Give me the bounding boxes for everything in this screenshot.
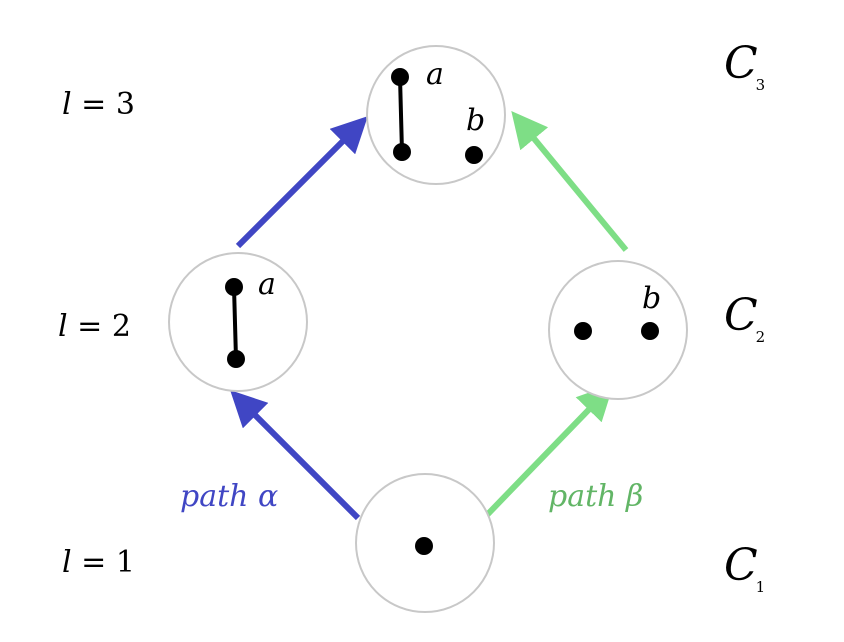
config-label-c3: C3 xyxy=(724,38,765,94)
level-label-3: l = 3 xyxy=(62,87,135,122)
node-dot-c3-a xyxy=(391,68,409,86)
level-label-2: l = 2 xyxy=(58,309,131,344)
node-dot-c2-left xyxy=(574,322,592,340)
path-alpha-arrow-upper xyxy=(235,116,368,249)
edge-c3 xyxy=(398,75,404,154)
node-label-c3-a: a xyxy=(426,57,444,92)
config-label-c1: C1 xyxy=(724,540,765,596)
path-beta-arrow-upper xyxy=(511,111,629,252)
path-beta-arrow-lower xyxy=(483,383,614,519)
edge-alpha-level2 xyxy=(232,285,238,361)
path-alpha-label: path α xyxy=(180,479,278,514)
config-bubble-c1 xyxy=(355,473,495,613)
path-alpha-arrow-lower xyxy=(230,390,361,521)
node-dot-c3-b xyxy=(465,146,483,164)
path-beta-label: path β xyxy=(548,479,643,514)
node-label-c3-b: b xyxy=(466,103,485,138)
config-bubble-c2: b xyxy=(548,260,688,400)
node-label-c2-b: b xyxy=(642,281,661,316)
node-dot-c2-b xyxy=(641,322,659,340)
config-label-c2: C2 xyxy=(724,290,765,346)
node-dot-alpha-a xyxy=(225,278,243,296)
node-dot-alpha-lower xyxy=(227,350,245,368)
node-dot-c3-lower xyxy=(393,143,411,161)
node-dot-c1 xyxy=(415,537,433,555)
node-label-alpha-a: a xyxy=(258,267,276,302)
level-label-1: l = 1 xyxy=(62,545,135,580)
config-bubble-c3: a b xyxy=(366,45,506,185)
config-bubble-alpha-level2: a xyxy=(168,252,308,392)
